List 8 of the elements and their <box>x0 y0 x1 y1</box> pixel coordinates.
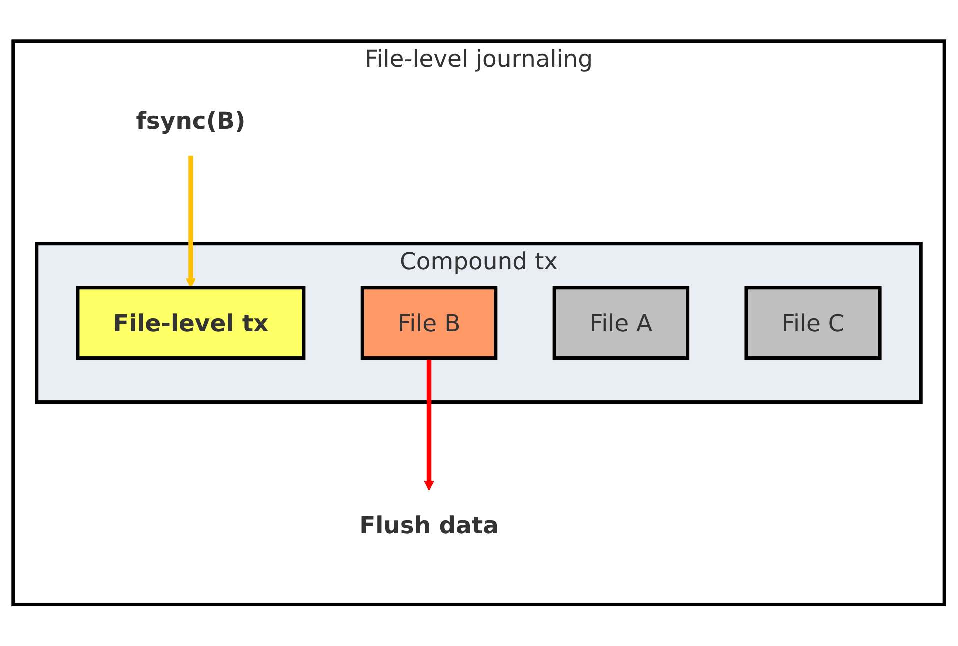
node-box: File B <box>360 286 498 360</box>
arrow <box>424 358 434 491</box>
node-box: File C <box>744 286 882 360</box>
node-box: File A <box>552 286 690 360</box>
node-text: fsync(B) <box>136 106 246 135</box>
node-box: File-level tx <box>76 286 306 360</box>
node-text: Flush data <box>360 511 499 540</box>
arrow <box>186 156 196 288</box>
